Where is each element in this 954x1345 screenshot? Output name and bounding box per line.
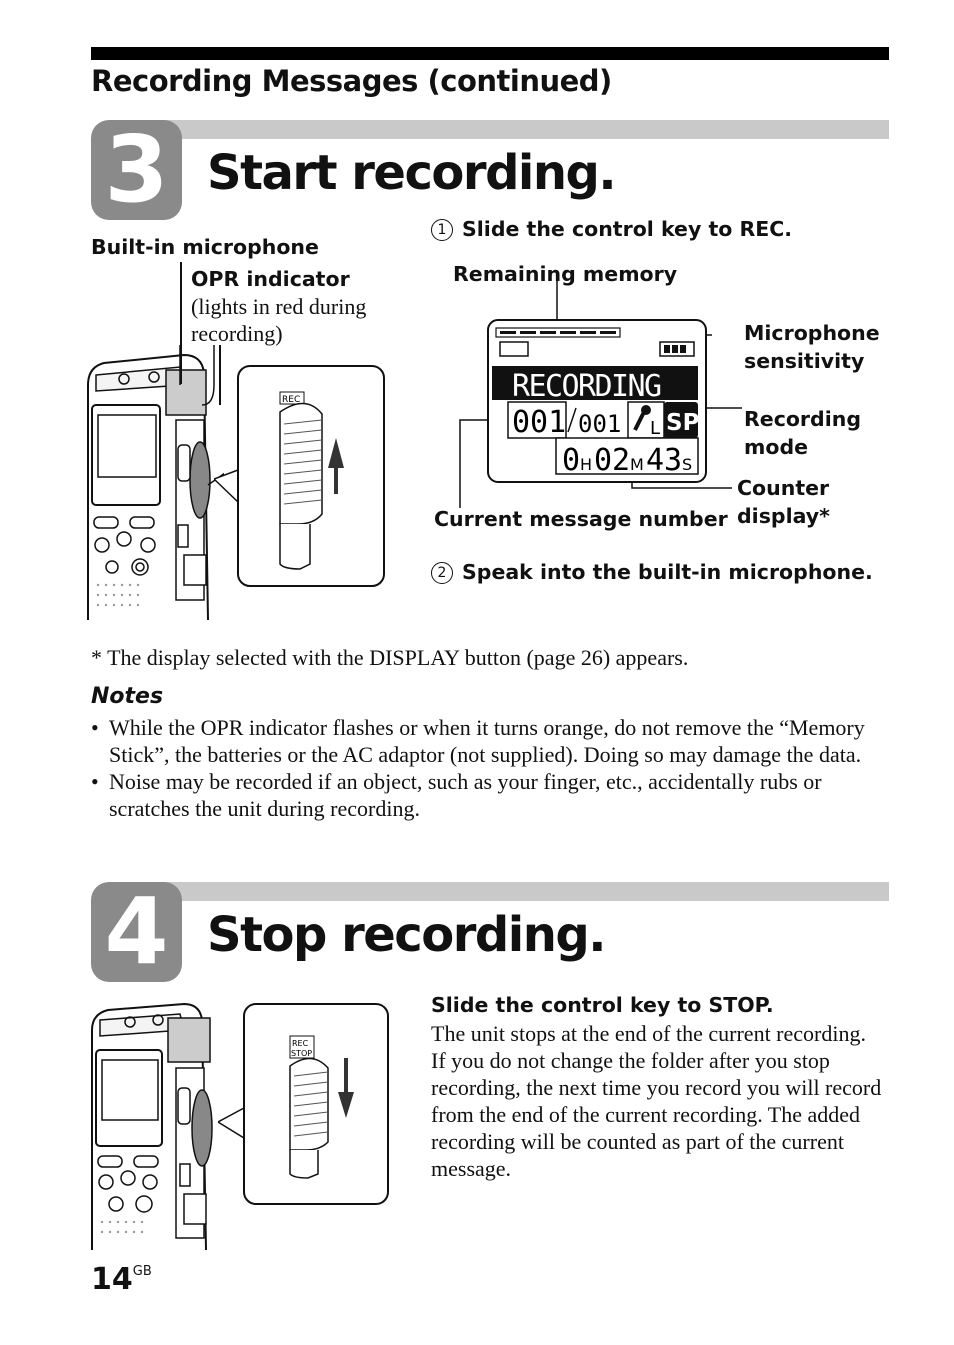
- lcd-hours: 0: [562, 443, 580, 478]
- substep2-number: 2: [431, 562, 453, 584]
- label-counter-display: Counter display*: [737, 476, 830, 528]
- substep2-text: Speak into the built-in microphone.: [462, 560, 873, 584]
- lcd-display: RECORDING 001 001 L SP 0 H 02 M 43 S: [459, 280, 742, 508]
- lcd-s-unit: S: [682, 455, 692, 474]
- page-number-value: 14: [91, 1262, 133, 1297]
- note-item: While the OPR indicator flashes or when …: [91, 714, 886, 768]
- key-label-stop: STOP: [291, 1049, 312, 1058]
- substep1: 1 Slide the control key to REC.: [431, 215, 792, 243]
- step4-instruction: Slide the control key to STOP.: [431, 993, 774, 1017]
- lcd-mode: SP: [666, 410, 699, 436]
- label-opr-desc: (lights in red during recording): [191, 294, 367, 346]
- lcd-msg-total: 001: [578, 410, 621, 438]
- microphone-icon: [641, 405, 651, 415]
- header-rule: [91, 47, 889, 60]
- step3-title: Start recording.: [207, 145, 617, 201]
- key-label-rec: REC: [282, 395, 300, 405]
- notes-list: While the OPR indicator flashes or when …: [91, 714, 886, 822]
- label-current-message: Current message number: [434, 507, 728, 531]
- recorder-illustration: [87, 345, 224, 620]
- note-item: Noise may be recorded if an object, such…: [91, 768, 886, 822]
- leader-builtin-mic: [180, 262, 182, 384]
- lcd-msg-current: 001: [512, 405, 566, 440]
- lcd-recording: RECORDING: [512, 369, 662, 404]
- control-key-rec-inset: REC: [214, 365, 385, 587]
- footnote: * The display selected with the DISPLAY …: [91, 645, 689, 670]
- step4-body: The unit stops at the end of the current…: [431, 1021, 882, 1181]
- step4-title: Stop recording.: [207, 907, 606, 963]
- lcd-m-unit: M: [630, 455, 644, 474]
- substep2: 2 Speak into the built-in microphone.: [431, 558, 873, 586]
- label-recording-mode: Recording mode: [744, 407, 862, 459]
- page-number: 14GB: [91, 1262, 152, 1297]
- substep1-number: 1: [431, 219, 453, 241]
- control-key-stop-inset: REC STOP: [218, 1003, 389, 1205]
- lcd-minutes: 02: [594, 443, 630, 478]
- notes-title: Notes: [91, 684, 164, 709]
- substep1-text: Slide the control key to REC.: [462, 217, 793, 241]
- leader-opr: [219, 345, 221, 405]
- lcd-sensitivity: L: [650, 418, 660, 439]
- label-mic-sensitivity: Microphone sensitivity: [744, 321, 880, 373]
- lcd-seconds: 43: [646, 443, 682, 478]
- step4-number: 4: [91, 882, 182, 982]
- step4-band: [140, 882, 889, 901]
- label-builtin-mic: Built-in microphone: [91, 235, 319, 259]
- lcd-h-unit: H: [580, 455, 592, 474]
- step3-band: [140, 120, 889, 139]
- section-title: Recording Messages (continued): [91, 64, 612, 98]
- step3-number: 3: [91, 120, 182, 220]
- key-label-rec-small: REC: [292, 1039, 309, 1048]
- label-remaining-memory: Remaining memory: [453, 262, 678, 286]
- page-number-suffix: GB: [132, 1264, 152, 1279]
- recorder-illustration-stop: [91, 1002, 213, 1250]
- label-opr: OPR indicator: [191, 267, 350, 291]
